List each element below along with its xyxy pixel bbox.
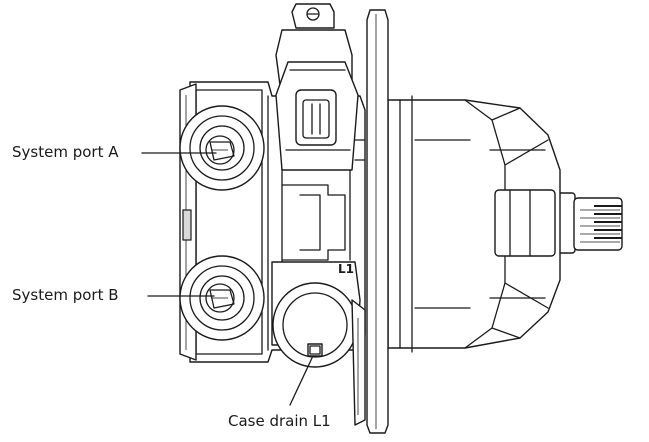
label-system-port-b: System port B bbox=[12, 286, 119, 304]
system-port-b bbox=[179, 255, 265, 341]
label-case-drain-l1: Case drain L1 bbox=[228, 412, 331, 430]
leader-case-drain bbox=[289, 357, 313, 406]
system-port-a bbox=[179, 105, 265, 191]
output-shaft bbox=[554, 192, 623, 254]
label-l1-marker: L1 bbox=[338, 262, 354, 276]
bearing-housing bbox=[387, 95, 561, 353]
label-system-port-a: System port A bbox=[12, 143, 119, 161]
case-drain-port bbox=[271, 261, 366, 426]
speed-sensor-connector bbox=[275, 3, 359, 171]
mounting-flange bbox=[366, 9, 389, 434]
